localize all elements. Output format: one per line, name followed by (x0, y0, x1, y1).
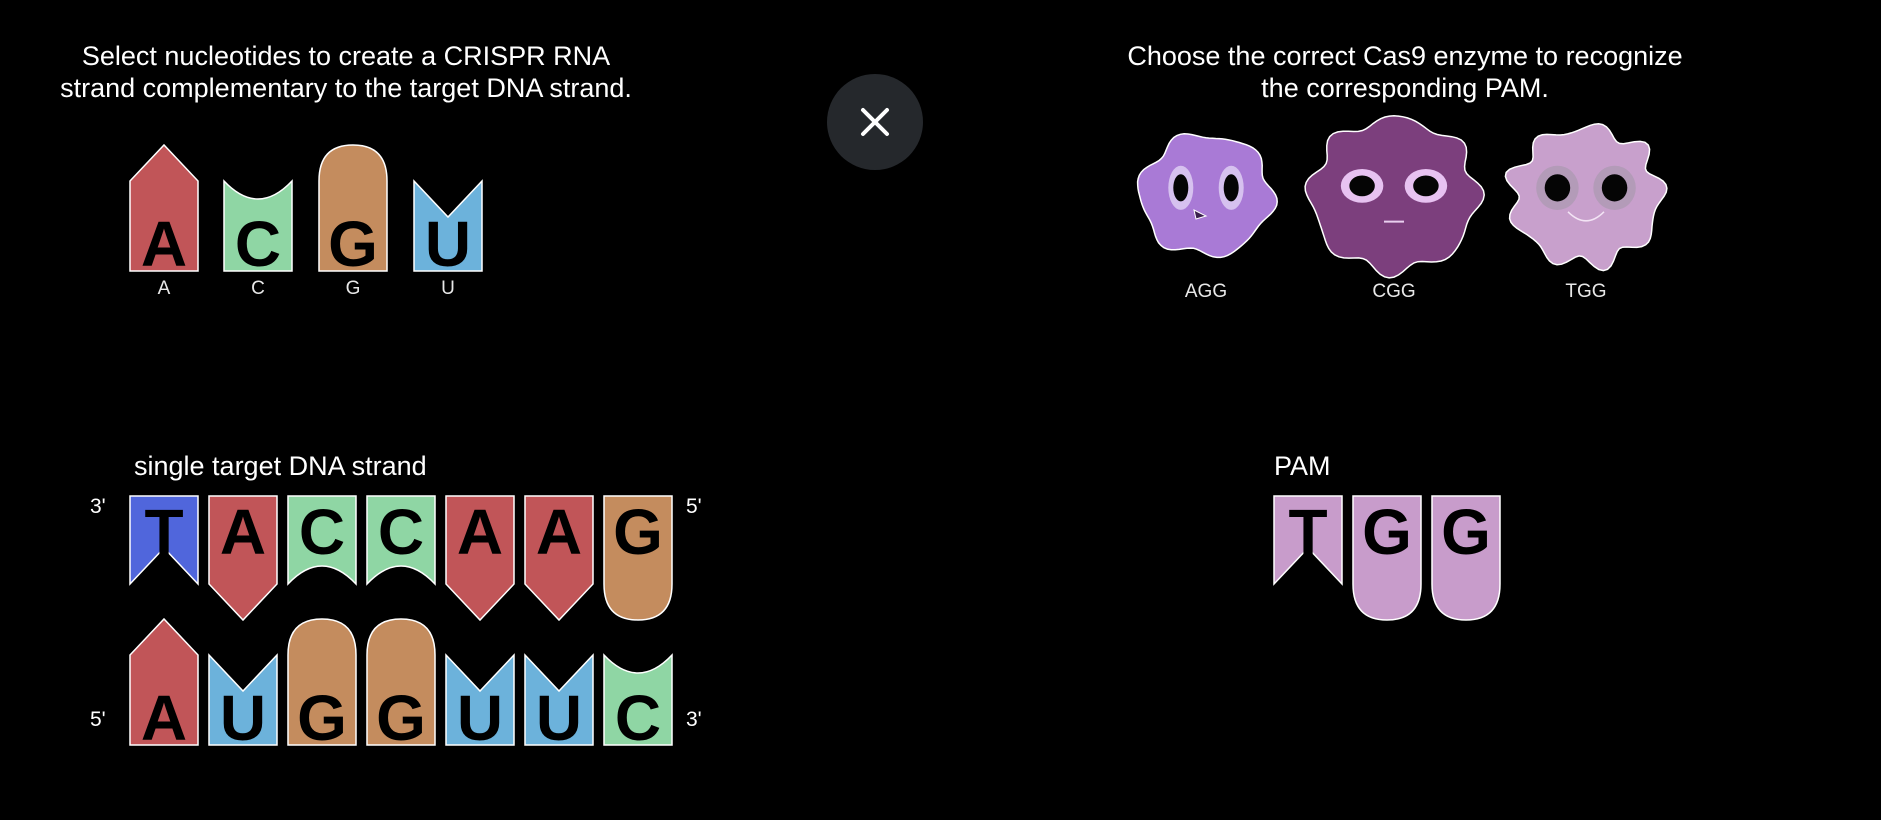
close-button[interactable] (827, 74, 923, 170)
rna-instruction-line1: Select nucleotides to create a CRISPR RN… (81, 41, 611, 71)
dna-base-tile: A (524, 495, 594, 626)
pam-base-tile: G (1431, 495, 1501, 626)
nucleotide-option-label: G (345, 278, 361, 299)
rna-base-tile[interactable]: U (208, 599, 278, 754)
base-letter: T (1288, 496, 1327, 568)
base-letter: G (297, 682, 347, 754)
cas9-enzyme-icon (1304, 115, 1485, 279)
base-letter: A (457, 496, 503, 568)
cas9-enzyme-agg[interactable]: AGG (1135, 125, 1278, 306)
cas9-enzyme-tgg[interactable]: TGG (1504, 112, 1668, 306)
dna-base-tile: A (208, 495, 278, 626)
base-letter: A (220, 496, 266, 568)
rna-base-tile[interactable]: U (524, 599, 594, 754)
top-strand-left-end: 3' (90, 495, 106, 518)
cas9-instruction: Choose the correct Cas9 enzyme to recogn… (1095, 40, 1715, 104)
nucleotide-letter: G (328, 208, 378, 280)
rna-base-tile[interactable]: A (129, 599, 199, 754)
base-letter: G (1362, 496, 1412, 568)
base-letter: C (615, 682, 661, 754)
rna-base-tile[interactable]: U (445, 599, 515, 754)
rna-base-tile[interactable]: G (287, 599, 357, 754)
cas9-enzyme-label: TGG (1565, 281, 1607, 302)
rna-base-tile[interactable]: C (603, 599, 673, 754)
pam-base-tile: T (1273, 495, 1343, 626)
base-letter: C (299, 496, 345, 568)
cas9-enzyme-label: AGG (1184, 281, 1228, 302)
base-letter: A (536, 496, 582, 568)
dna-base-tile: G (603, 495, 673, 626)
pam-base-tile: G (1352, 495, 1422, 626)
dna-base-tile: A (445, 495, 515, 626)
base-letter: G (376, 682, 426, 754)
nucleotide-letter: C (235, 208, 281, 280)
nucleotide-option-label: A (157, 278, 171, 299)
nucleotide-letter: U (425, 208, 471, 280)
rna-instruction: Select nucleotides to create a CRISPR RN… (30, 40, 662, 104)
base-letter: U (220, 682, 266, 754)
cas9-instruction-line2: the corresponding PAM. (1261, 73, 1549, 103)
base-letter: U (457, 682, 503, 754)
base-letter: C (378, 496, 424, 568)
bottom-strand-left-end: 5' (90, 708, 106, 731)
cas9-instruction-line1: Choose the correct Cas9 enzyme to recogn… (1127, 41, 1683, 71)
bottom-strand-right-end: 3' (686, 708, 702, 731)
top-strand-right-end: 5' (686, 495, 702, 518)
cas9-enzyme-cgg[interactable]: CGG (1304, 115, 1485, 306)
close-icon (861, 108, 889, 136)
cas9-enzyme-icon (1504, 123, 1668, 272)
nucleotide-option-label: C (251, 278, 265, 299)
dna-base-tile: C (366, 495, 436, 626)
rna-instruction-line2: strand complementary to the target DNA s… (60, 73, 632, 103)
strand-label: single target DNA strand (134, 451, 427, 481)
base-letter: G (613, 496, 663, 568)
pam-label: PAM (1274, 451, 1331, 481)
rna-base-tile[interactable]: G (366, 599, 436, 754)
dna-base-tile: C (287, 495, 357, 626)
cas9-enzyme-label: CGG (1372, 281, 1416, 302)
nucleotide-option-label: U (441, 278, 455, 299)
base-letter: U (536, 682, 582, 754)
cas9-enzyme-icon (1136, 133, 1278, 259)
base-letter: A (141, 682, 187, 754)
dna-base-tile: T (129, 495, 199, 626)
nucleotide-letter: A (141, 208, 187, 280)
base-letter: G (1441, 496, 1491, 568)
base-letter: T (144, 496, 183, 568)
